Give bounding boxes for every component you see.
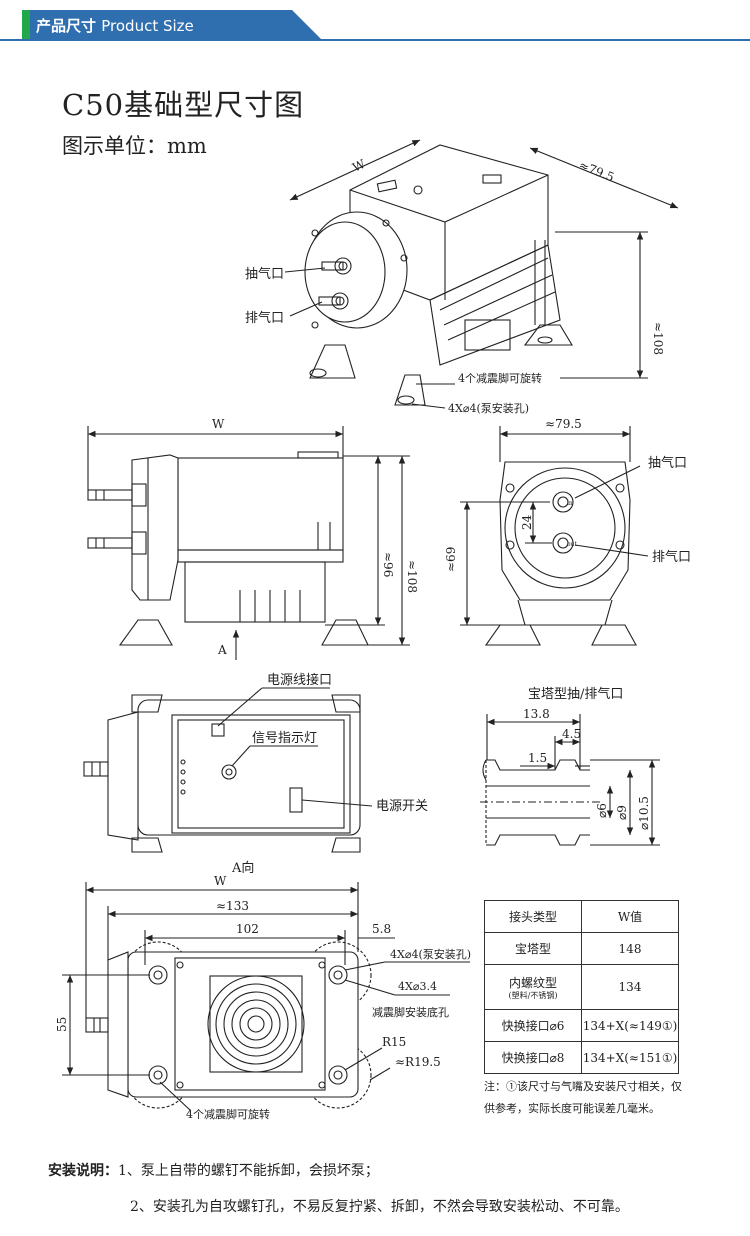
install-heading: 安装说明： [48,1163,118,1179]
bottom-view [62,882,470,1111]
barb-dim-1-5: 1.5 [528,751,547,765]
bottom-dim-r15: R15 [382,1035,406,1049]
iso-view [284,139,679,409]
front-view [460,426,649,646]
install-item-2: 2、安装孔为自攻螺钉孔，不易反复拧紧、拆卸，不然会导致安装松动、不可靠。 [130,1199,629,1215]
bottom-label-feet: 4个减震脚可旋转 [186,1107,270,1121]
spec-table-row: 快换接口⌀8 134+X(≈151①) [484,1041,679,1074]
front-dim-24: 24 [520,514,534,530]
spec-row-type-cell: 内螺纹型 (塑料/不锈钢) [484,964,582,1010]
spec-row-type: 内螺纹型 [508,975,557,990]
header-title-cn: 产品尺寸 [36,17,97,35]
front-port-out: out [567,541,577,548]
spec-row-value: 134+X(≈149①) [581,1009,679,1042]
spec-table-header: 接头类型 W值 [484,900,679,933]
header-rule [0,39,750,41]
top-label-indicator: 信号指示灯 [252,731,317,746]
bottom-label-feet-holes: 减震脚安装底孔 [372,1005,449,1019]
header-tab-shape [22,10,322,40]
iso-label-feet: 4个减震脚可旋转 [458,371,542,385]
spec-row-value: 134 [581,964,679,1010]
front-port-in: in [567,500,573,507]
spec-table-row: 快换接口⌀6 134+X(≈149①) [484,1009,679,1042]
spec-header-type: 接头类型 [484,900,582,933]
page-title: C50基础型尺寸图 [62,88,305,122]
front-dim-69: ≈69 [444,547,458,572]
bottom-label-m: 4X⌀3.4 [398,980,437,993]
spec-header-value: W值 [581,900,679,933]
bottom-dim-133: ≈133 [216,899,249,913]
footnote: 注：①该尺寸与气嘴及安装尺寸相关，仅供参考，实际长度可能误差几毫米。 [484,1080,682,1115]
side-dim-96: ≈96 [381,552,395,577]
barb-detail [480,714,660,846]
iso-dim-w: W [350,157,368,175]
spec-row-type: 宝塔型 [484,932,582,965]
side-dim-108: ≈108 [405,560,419,593]
top-label-switch: 电源开关 [376,799,428,814]
spec-row-sub: (塑料/不锈钢) [508,990,558,1000]
top-view [83,687,373,853]
spec-row-type: 快换接口⌀6 [484,1009,582,1042]
install-item-1: 1、泵上自带的螺钉不能拆卸，会损坏泵； [118,1163,379,1179]
front-label-outlet: 排气口 [652,549,691,565]
bottom-dim-55: 55 [55,1017,69,1032]
spec-table-row: 内螺纹型 (塑料/不锈钢) 134 [484,964,679,1010]
bottom-dim-5-8: 5.8 [372,922,391,936]
spec-row-value: 134+X(≈151①) [581,1041,679,1074]
iso-label-outlet: 排气口 [245,310,284,326]
iso-label-holes: 4X⌀4(泵安装孔) [448,401,529,415]
barb-dim-4-5: 4.5 [562,727,581,741]
barb-dim-d6: ⌀6 [595,803,609,818]
side-view [87,426,410,660]
spec-row-value: 148 [581,932,679,965]
spec-row-type: 快换接口⌀8 [484,1041,582,1074]
side-label-a: A [217,643,227,657]
front-dim-depth: ≈79.5 [545,417,582,431]
unit-label: 图示单位：mm [62,134,207,158]
bottom-dim-w: W [214,874,227,888]
iso-label-inlet: 抽气口 [245,266,284,282]
barb-dim-d10-5: ⌀10.5 [637,796,651,830]
bottom-dim-102: 102 [236,922,259,936]
side-dim-w: W [212,417,225,431]
header-title-en: Product Size [101,17,194,35]
bottom-view-label: A向 [231,860,254,876]
bottom-dim-r19-5: ≈R19.5 [395,1055,441,1069]
barb-dim-13-8: 13.8 [523,707,550,721]
barb-dim-d9: ⌀9 [615,805,629,820]
front-label-inlet: 抽气口 [648,455,687,471]
iso-dim-height: ≈108 [651,322,665,355]
iso-dim-depth: ≈79.5 [577,158,616,185]
install-line-1: 安装说明：1、泵上自带的螺钉不能拆卸，会损坏泵； [48,1160,379,1180]
spec-table-row: 宝塔型 148 [484,932,679,965]
spec-table: 接头类型 W值 宝塔型 148 内螺纹型 (塑料/不锈钢) 134 快换接口⌀6… [484,900,679,1074]
top-label-power-port: 电源线接口 [267,672,332,688]
bottom-label-holes: 4X⌀4(泵安装孔) [390,947,471,961]
barb-title: 宝塔型抽/排气口 [528,686,623,702]
